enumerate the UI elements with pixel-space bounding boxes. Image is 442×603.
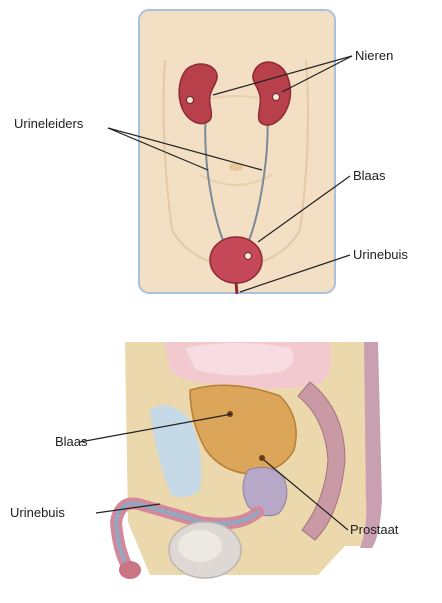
glans [119, 561, 141, 579]
urinary-system-front-diagram: Nieren Urineleiders Blaas Urinebuis [0, 0, 442, 300]
label-kidneys: Nieren [355, 48, 393, 63]
label-bladder-top: Blaas [353, 168, 386, 183]
label-urethra-top: Urinebuis [353, 247, 408, 262]
testis [178, 530, 222, 562]
label-urethra-bottom: Urinebuis [10, 505, 65, 520]
bladder [210, 237, 262, 283]
label-prostate: Prostaat [350, 522, 399, 537]
upper-organs-highlight [185, 343, 293, 376]
left-kidney-marker [187, 97, 194, 104]
front-view-illustration: Nieren Urineleiders Blaas Urinebuis [0, 0, 442, 300]
right-kidney-marker [273, 94, 280, 101]
label-bladder-bottom: Blaas [55, 434, 88, 449]
male-pelvis-section-diagram: Blaas Urinebuis Prostaat [0, 300, 442, 603]
urethra [236, 282, 237, 294]
section-view-illustration: Blaas Urinebuis Prostaat [0, 300, 442, 603]
bladder-marker [245, 253, 252, 260]
label-ureters: Urineleiders [14, 116, 84, 131]
